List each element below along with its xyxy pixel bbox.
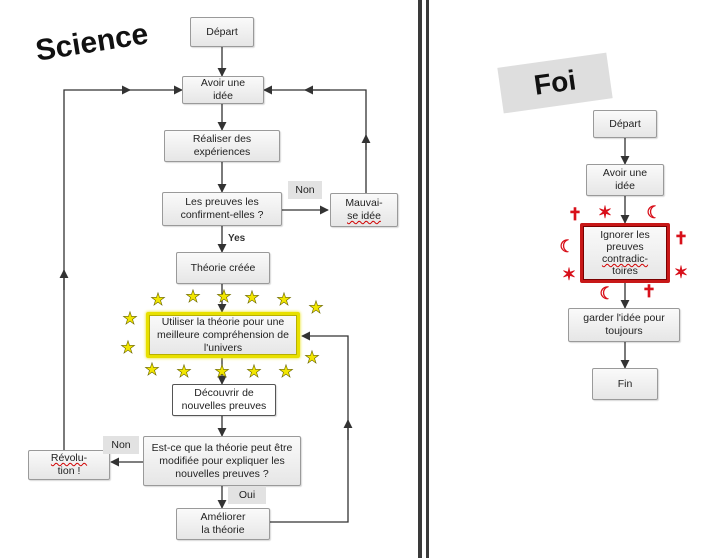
ignore-evidence-label-line3: contradic- <box>601 253 649 265</box>
science-start-label: Départ <box>206 25 238 38</box>
star-icon: ★ <box>216 287 232 306</box>
cross-icon: ✝ <box>673 229 689 248</box>
ignore-evidence-label-line4: toires <box>612 265 638 277</box>
star-icon: ★ <box>122 309 138 328</box>
faith-idea-label: Avoir une idée <box>602 167 648 192</box>
star-icon: ★ <box>244 288 260 307</box>
edge-label-no-top-text: Non <box>295 184 315 196</box>
can-modify-decision-label: Est-ce que la théorie peut être modifiée… <box>151 441 293 480</box>
edge-label-yes: Yes <box>228 233 245 244</box>
improve-theory-node: Améliorer la théorie <box>176 508 270 540</box>
theory-created-node: Théorie créée <box>176 252 270 284</box>
ignore-evidence-label-line1: Ignorer les <box>600 229 650 241</box>
faith-start-node: Départ <box>593 110 657 138</box>
cross-icon: ✝ <box>641 282 657 301</box>
use-theory-label: Utiliser la théorie pour une meilleure c… <box>157 315 289 354</box>
science-idea-label: Avoir une idée <box>200 77 246 102</box>
star-icon: ✶ <box>561 265 577 284</box>
experiments-node: Réaliser des expériences <box>164 130 280 162</box>
confirm-decision-label: Les preuves les confirment-elles ? <box>180 196 264 221</box>
edge-label-no-top: Non <box>288 181 322 199</box>
theory-created-label: Théorie créée <box>190 261 256 274</box>
science-idea-node: Avoir une idée <box>182 76 264 104</box>
edge-label-no-bottom: Non <box>103 436 139 454</box>
bad-idea-node: Mauvai- se idée <box>330 193 398 227</box>
discover-evidence-node: Découvrir de nouvelles preuves <box>172 384 276 416</box>
bad-idea-label-line2: se idée <box>347 210 381 222</box>
ignore-evidence-node: Ignorer les preuves contradic- toires <box>580 223 670 283</box>
star-icon: ★ <box>278 362 294 381</box>
keep-idea-node: garder l'idée pour toujours <box>568 308 680 342</box>
edge-label-yes-text: Yes <box>228 233 246 244</box>
keep-idea-label: garder l'idée pour toujours <box>583 312 665 337</box>
star-icon: ✶ <box>597 203 613 222</box>
experiments-label: Réaliser des expériences <box>192 133 252 158</box>
star-icon: ★ <box>144 360 160 379</box>
star-icon: ★ <box>308 298 324 317</box>
revolution-label-line2: tion ! <box>57 465 81 477</box>
can-modify-decision-node: Est-ce que la théorie peut être modifiée… <box>143 436 301 486</box>
edge-label-no-bottom-text: Non <box>111 439 131 451</box>
panel-divider-left <box>418 0 422 558</box>
faith-start-label: Départ <box>609 117 641 130</box>
faith-idea-node: Avoir une idée <box>586 164 664 196</box>
star-icon: ★ <box>276 290 292 309</box>
star-icon: ★ <box>304 348 320 367</box>
faith-end-label: Fin <box>617 377 633 390</box>
improve-theory-label-line2: la théorie <box>201 524 245 536</box>
edge-label-yes-bottom-text: Oui <box>238 489 256 501</box>
revolution-node: Révolu- tion ! <box>28 450 110 480</box>
star-icon: ★ <box>246 362 262 381</box>
ignore-evidence-label-line2: preuves <box>606 241 644 253</box>
improve-theory-label-line1: Améliorer <box>200 511 246 523</box>
star-icon: ✶ <box>673 263 689 282</box>
crescent-icon: ☾ <box>559 237 575 256</box>
panel-divider-right <box>426 0 429 558</box>
bad-idea-label-line1: Mauvai- <box>345 197 383 209</box>
revolution-label-line1: Révolu- <box>50 452 88 464</box>
star-icon: ★ <box>120 338 136 357</box>
cross-icon: ✝ <box>567 205 583 224</box>
crescent-icon: ☾ <box>646 203 662 222</box>
faith-end-node: Fin <box>592 368 658 400</box>
star-icon: ★ <box>176 362 192 381</box>
star-icon: ★ <box>150 290 166 309</box>
science-start-node: Départ <box>190 17 254 47</box>
confirm-decision-node: Les preuves les confirment-elles ? <box>162 192 282 226</box>
use-theory-node: Utiliser la théorie pour une meilleure c… <box>146 312 300 358</box>
edge-label-yes-bottom: Oui <box>228 486 266 504</box>
discover-evidence-label: Découvrir de nouvelles preuves <box>181 387 267 412</box>
star-icon: ★ <box>214 362 230 381</box>
star-icon: ★ <box>185 287 201 306</box>
crescent-icon: ☾ <box>599 284 615 303</box>
